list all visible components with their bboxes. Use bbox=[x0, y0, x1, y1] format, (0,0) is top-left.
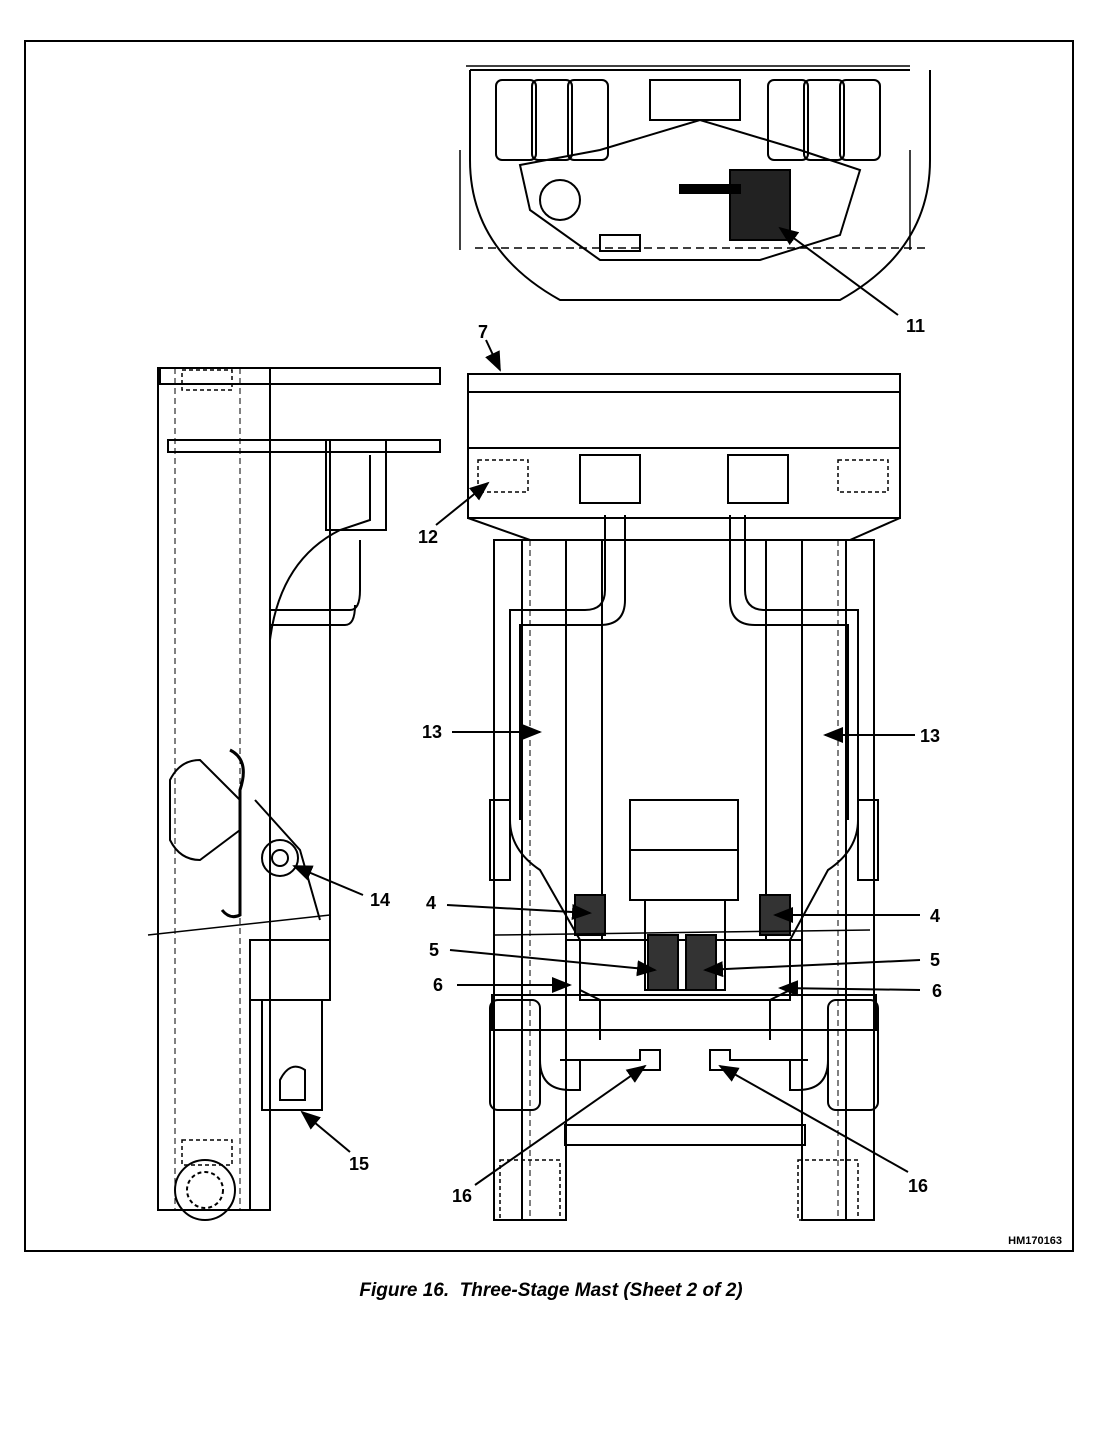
callout-5-right: 5 bbox=[930, 950, 940, 970]
leader-12 bbox=[435, 481, 490, 526]
callout-7: 7 bbox=[478, 322, 488, 342]
drawing-code: HM170163 bbox=[1008, 1235, 1062, 1247]
figure-caption: Figure 16. Three-Stage Mast (Sheet 2 of … bbox=[359, 1280, 743, 1301]
leader-4-left bbox=[446, 904, 592, 920]
callout-5-left: 5 bbox=[429, 940, 439, 960]
callout-11: 11 bbox=[906, 316, 925, 336]
side-view bbox=[147, 367, 441, 1221]
front-view bbox=[467, 373, 901, 1221]
callout-16-left: 16 bbox=[452, 1186, 472, 1206]
callout-14: 14 bbox=[370, 890, 390, 910]
leader-6-right bbox=[778, 980, 921, 997]
leader-11 bbox=[778, 226, 899, 316]
callout-6-right: 6 bbox=[932, 981, 942, 1001]
leader-7 bbox=[485, 339, 501, 372]
callout-12: 12 bbox=[418, 527, 438, 547]
leader-16-left bbox=[474, 1064, 647, 1186]
callout-labels: 11 7 12 13 13 14 4 4 5 5 6 6 15 16 16 bbox=[349, 316, 942, 1206]
callout-4-left: 4 bbox=[426, 893, 436, 913]
callout-6-left: 6 bbox=[433, 975, 443, 995]
top-view bbox=[459, 65, 931, 301]
leader-14 bbox=[292, 865, 364, 896]
leader-15 bbox=[300, 1110, 351, 1153]
callout-4-right: 4 bbox=[930, 906, 940, 926]
leader-5-left bbox=[449, 949, 657, 977]
leader-16-right bbox=[718, 1065, 909, 1173]
callout-13-left: 13 bbox=[422, 722, 442, 742]
figure-frame bbox=[24, 40, 1074, 1252]
callout-leaders bbox=[292, 226, 921, 1186]
callout-15: 15 bbox=[349, 1154, 369, 1174]
callout-16-right: 16 bbox=[908, 1176, 928, 1196]
leader-5-right bbox=[703, 959, 921, 978]
callout-13-right: 13 bbox=[920, 726, 940, 746]
